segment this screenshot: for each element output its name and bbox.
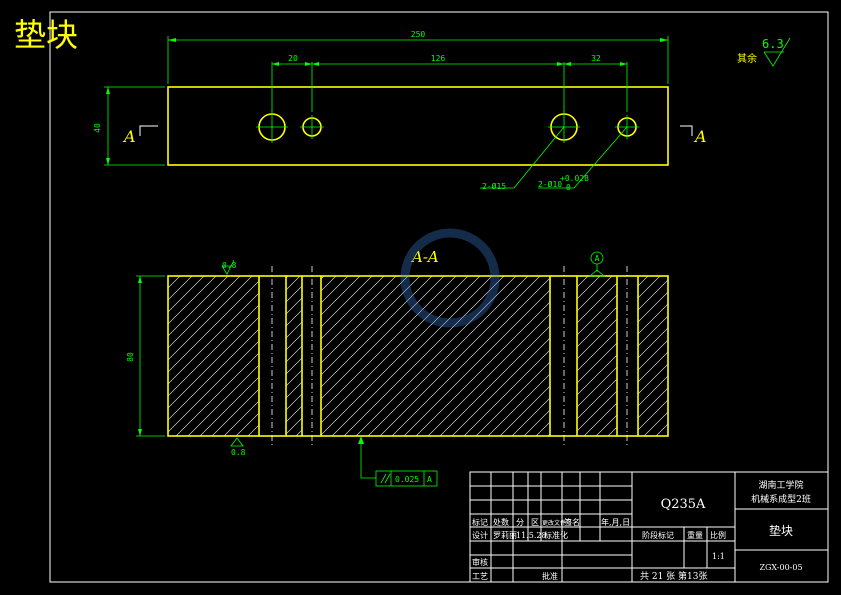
roughness-other-value: 6.3 xyxy=(762,37,784,51)
section-mark-left: A xyxy=(122,127,136,146)
section-mark-right: A xyxy=(693,127,707,146)
section-label: A-A xyxy=(410,248,439,266)
tb-process: 工艺 xyxy=(472,572,488,581)
roughness-other: 其余 6.3 xyxy=(737,37,791,67)
tb-material: Q235A xyxy=(661,497,706,512)
tb-drawing-no: ZGX-00-05 xyxy=(759,563,802,572)
roughness-bottom: 0.8 xyxy=(231,448,246,457)
tb-header-change: 更改文件号 xyxy=(542,519,572,527)
drawing-frame xyxy=(49,11,829,583)
drawing-title: 垫块 xyxy=(14,16,78,54)
tb-weight-label: 重量 xyxy=(687,530,703,540)
tb-scale: 1:1 xyxy=(712,552,725,561)
hole-small-note: 2-Ø10 xyxy=(538,179,562,189)
tb-header-sign: 签名 xyxy=(564,517,580,527)
tb-standardize: 标准化 xyxy=(544,530,568,540)
tb-sheets: 共 21 张 第13张 xyxy=(640,570,708,582)
dim-250: 250 xyxy=(411,30,426,39)
hole-large-note: 2-Ø15 xyxy=(482,181,506,191)
tb-scale-label: 比例 xyxy=(710,530,726,540)
tb-part-name: 垫块 xyxy=(769,523,793,538)
dim-80: 80 xyxy=(126,352,135,362)
tb-header-qu: 区 xyxy=(531,518,539,527)
roughness-symbol xyxy=(763,37,791,67)
tb-approve: 批准 xyxy=(542,571,558,581)
plate-outline xyxy=(167,86,669,166)
tb-design-label: 设计 xyxy=(472,530,488,540)
tb-school-2: 机械系成型2班 xyxy=(751,493,811,505)
tb-school-1: 湖南工学院 xyxy=(758,479,803,491)
tb-header-mark: 标记 xyxy=(472,517,488,527)
roughness-other-label: 其余 xyxy=(737,52,757,65)
dim-250-lines xyxy=(167,36,669,84)
dim-40: 40 xyxy=(93,123,102,133)
dim-126: 126 xyxy=(431,54,446,63)
top-view: 250 20 126 32 40 A A 2-Ø15 2-Ø10 +0.028 … xyxy=(93,30,707,192)
tb-design-date: 11.5.28 xyxy=(516,531,547,540)
title-block: 标记 处数 分 区 更改文件号 签名 年,月,日 设计 罗莉丽 11.5.28 … xyxy=(469,471,829,583)
section-outline xyxy=(167,275,669,437)
tb-stage-label: 阶段标记 xyxy=(642,530,674,540)
tb-header-fen: 分 xyxy=(516,518,524,527)
hole-tol-upper: +0.028 xyxy=(560,174,589,183)
watermark-logo xyxy=(400,228,500,328)
tb-header-count: 处数 xyxy=(493,517,509,527)
section-view: A-A 80 0.8 0.8 A 0.025 A xyxy=(126,248,669,487)
tb-review: 审核 xyxy=(472,557,488,567)
dim-32: 32 xyxy=(591,54,601,63)
parallelism-datum: A xyxy=(427,475,432,484)
datum-symbol: A xyxy=(595,254,600,263)
parallelism-frame xyxy=(375,470,438,487)
parallelism-tol: 0.025 xyxy=(395,475,419,484)
roughness-top: 0.8 xyxy=(222,261,237,270)
tb-designer: 罗莉丽 xyxy=(493,530,517,540)
tb-header-date: 年,月,日 xyxy=(601,517,630,527)
dim-20: 20 xyxy=(288,54,298,63)
hole-tol-lower: 0 xyxy=(566,183,571,192)
